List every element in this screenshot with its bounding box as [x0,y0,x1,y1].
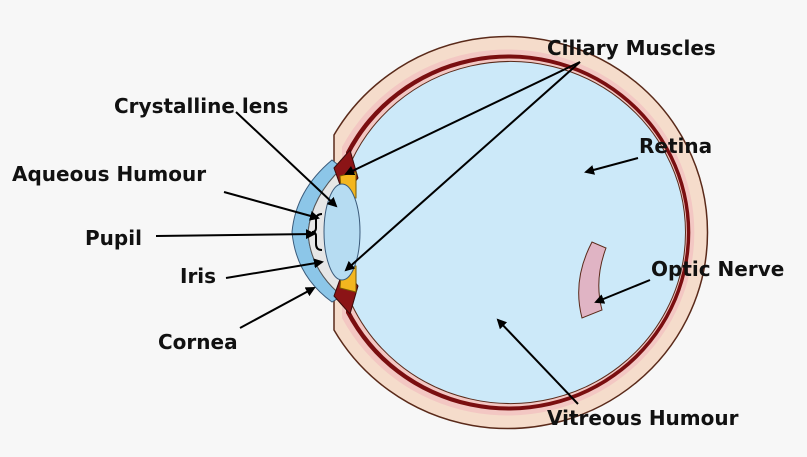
label-optic-nerve: Optic Nerve [651,257,785,281]
label-iris: Iris [180,264,217,288]
label-vitreous-humour: Vitreous Humour [547,406,739,430]
label-cornea: Cornea [158,330,238,354]
pointer-arrows [155,61,651,405]
label-retina: Retina [639,134,713,158]
label-ciliary-muscles: Ciliary Muscles [547,36,716,60]
label-crystalline-lens: Crystalline lens [114,94,289,118]
label-aqueous-humour: Aqueous Humour [12,162,207,186]
label-pupil: Pupil [85,226,142,250]
crystalline-lens [323,183,361,281]
vitreous-body [351,61,686,404]
